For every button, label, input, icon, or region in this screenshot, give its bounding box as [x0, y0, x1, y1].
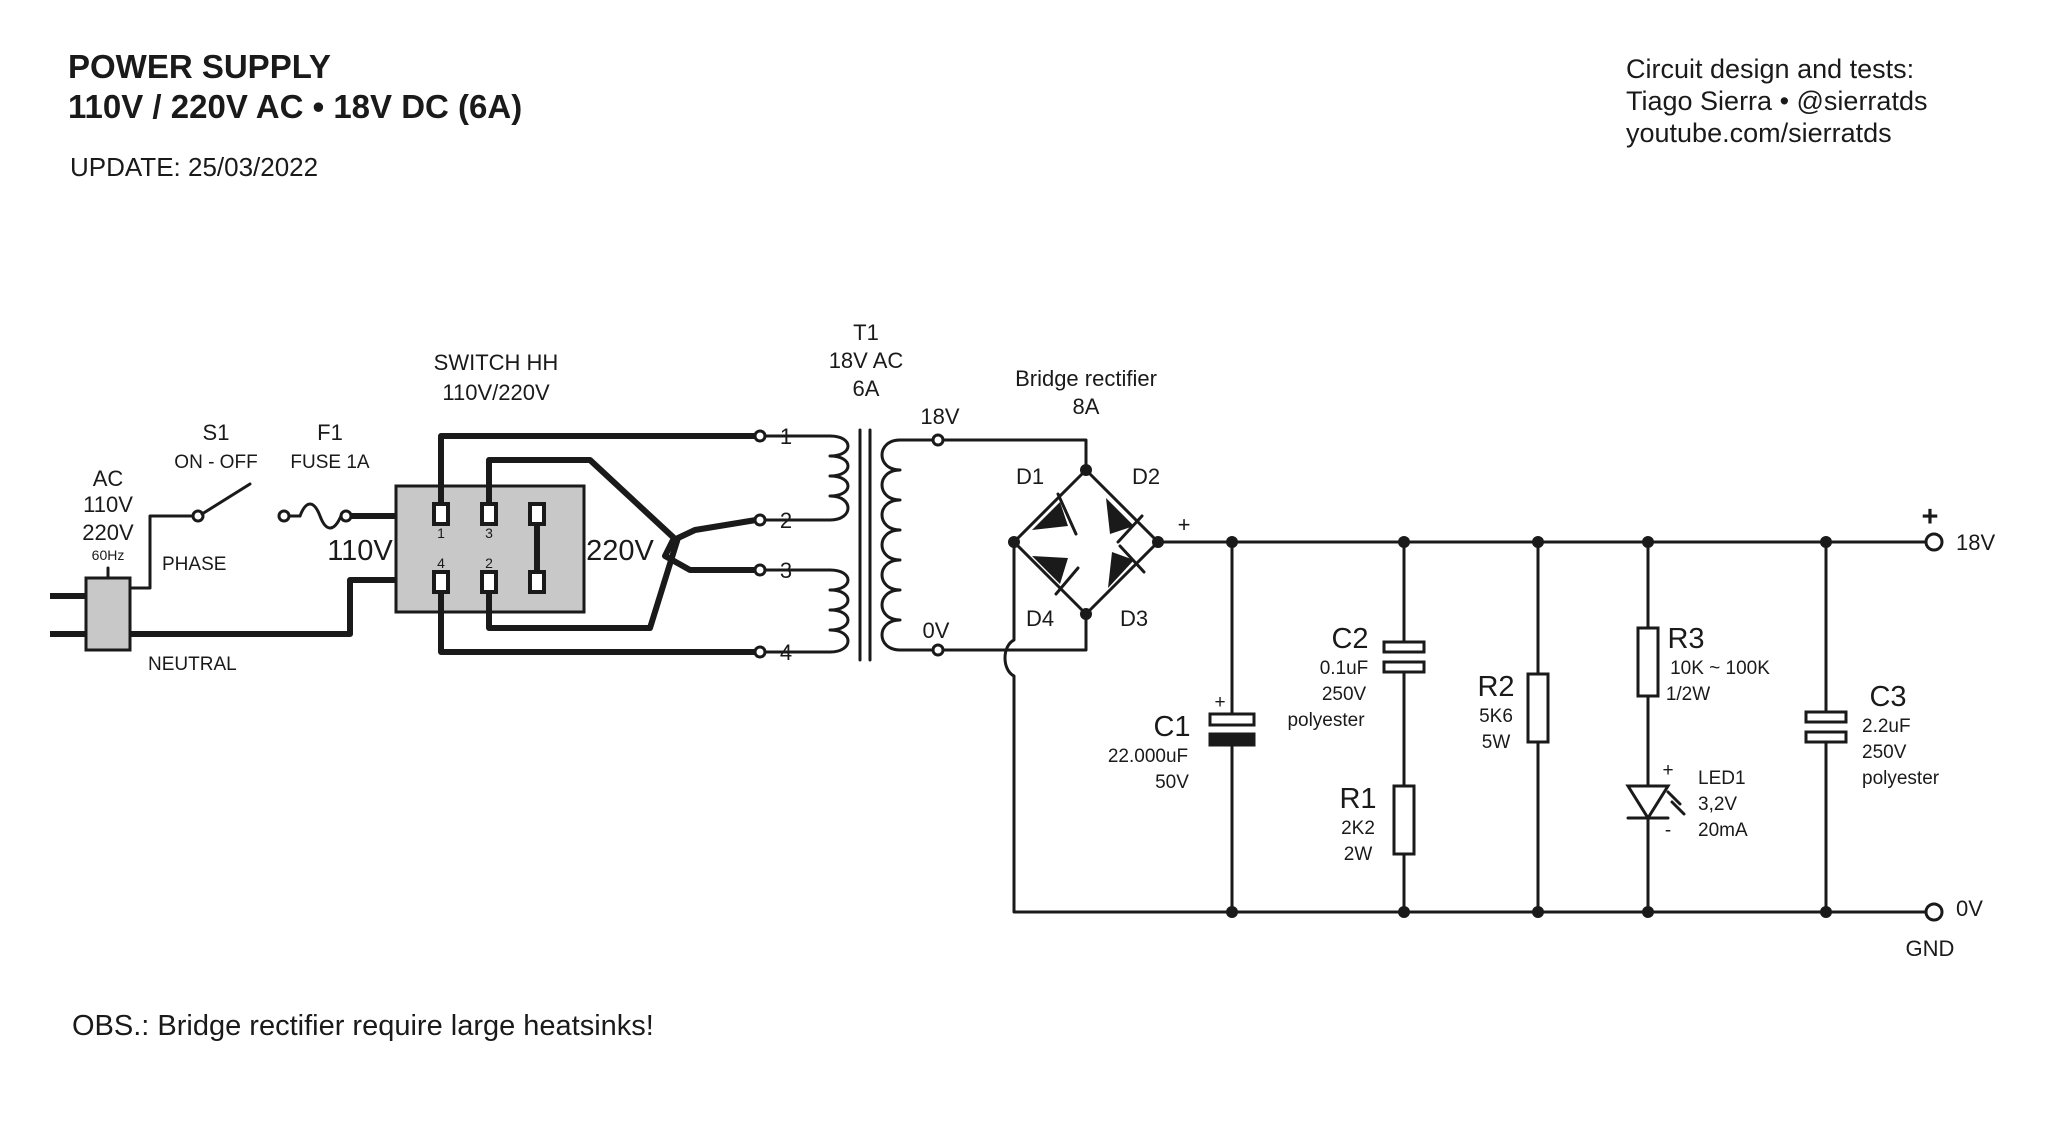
credit-line-3: youtube.com/sierratds — [1626, 118, 1892, 148]
selector-220-label: 220V — [586, 535, 654, 567]
ac-110-label: 110V — [83, 492, 133, 517]
selector-pin-3: 3 — [485, 525, 493, 541]
r1-ref: R1 — [1339, 783, 1376, 815]
led1-minus: - — [1665, 820, 1671, 841]
credit-line-2: Tiago Sierra • @sierratds — [1626, 86, 1928, 116]
output-0v: 0V — [1956, 896, 1983, 921]
selector-pin-4: 4 — [437, 555, 445, 571]
transformer-t1 — [753, 428, 945, 662]
r2-ref: R2 — [1477, 671, 1514, 703]
d1-ref: D1 — [1016, 464, 1044, 489]
led1-plus: + — [1662, 760, 1673, 781]
wire-18v-to-bridge — [941, 438, 1088, 472]
bridge-plus: + — [1178, 512, 1191, 537]
page-subtitle: 110V / 220V AC • 18V DC (6A) — [68, 88, 523, 125]
t1-ref: T1 — [853, 320, 879, 345]
led1-voltage: 3,2V — [1698, 794, 1737, 815]
wire-pin3-t3 — [486, 457, 756, 573]
capacitor-c1 — [1208, 536, 1256, 918]
c3-voltage: 250V — [1862, 742, 1907, 763]
resistor-r3 — [1636, 536, 1660, 788]
c1-voltage: 50V — [1155, 772, 1189, 793]
ground-rail — [1003, 540, 1930, 914]
t1-pin-3: 3 — [780, 558, 792, 583]
switch-s1 — [191, 482, 302, 523]
ac-220-label: 220V — [82, 520, 134, 545]
f1-ref: F1 — [317, 420, 343, 445]
wire-pin1-t1 — [438, 433, 756, 504]
resistor-r2 — [1526, 536, 1550, 918]
ac-plug — [50, 566, 132, 652]
wire-pin2-t2 — [486, 517, 757, 631]
neutral-label: NEUTRAL — [148, 654, 237, 675]
wire-pin4-t4 — [438, 592, 756, 655]
c1-value: 22.000uF — [1108, 746, 1188, 767]
r1-value: 2K2 — [1341, 818, 1375, 839]
fuse-f1 — [298, 502, 353, 530]
output-gnd: GND — [1906, 936, 1955, 961]
s1-ref: S1 — [203, 420, 230, 445]
bridge-rectifier — [1008, 464, 1164, 620]
c1-plus: + — [1214, 692, 1225, 713]
led1-ref: LED1 — [1698, 768, 1746, 789]
r3-value: 10K ~ 100K — [1670, 658, 1770, 679]
t1-pin-4: 4 — [780, 640, 792, 665]
t1-rating: 18V AC — [829, 348, 904, 373]
bridge-rating: 8A — [1073, 394, 1100, 419]
output-18v: 18V — [1956, 530, 1995, 555]
c2-voltage: 250V — [1322, 684, 1367, 705]
t1-current: 6A — [853, 376, 880, 401]
c3-type: polyester — [1862, 768, 1940, 789]
output-plus: + — [1922, 501, 1939, 533]
led1-current: 20mA — [1698, 820, 1748, 841]
s1-desc: ON - OFF — [174, 452, 257, 473]
c3-value: 2.2uF — [1862, 716, 1911, 737]
update-date: UPDATE: 25/03/2022 — [70, 152, 319, 182]
r2-power: 5W — [1482, 732, 1511, 753]
r3-ref: R3 — [1667, 623, 1704, 655]
resistor-r1 — [1392, 784, 1416, 918]
page-title: POWER SUPPLY — [68, 48, 331, 85]
t1-pin-2: 2 — [780, 508, 792, 533]
r3-power: 1/2W — [1666, 684, 1710, 705]
selector-title: SWITCH HH — [434, 350, 559, 375]
phase-label: PHASE — [162, 554, 226, 575]
selector-110-label: 110V — [327, 535, 393, 567]
neutral-to-pin4-wire — [130, 577, 440, 637]
heatsink-note: OBS.: Bridge rectifier require large hea… — [72, 1010, 654, 1042]
capacitor-c2 — [1382, 536, 1426, 788]
capacitor-c3 — [1804, 536, 1848, 918]
c3-ref: C3 — [1869, 681, 1906, 713]
d4-ref: D4 — [1026, 606, 1054, 631]
c1-ref: C1 — [1153, 711, 1190, 743]
credit-line-1: Circuit design and tests: — [1626, 54, 1915, 84]
r1-power: 2W — [1344, 844, 1373, 865]
r2-value: 5K6 — [1479, 706, 1513, 727]
c2-type: polyester — [1287, 710, 1365, 731]
bridge-title: Bridge rectifier — [1015, 366, 1157, 391]
t1-out-18v: 18V — [920, 404, 959, 429]
output-terminals — [1924, 532, 1944, 922]
ac-label: AC — [93, 466, 124, 491]
selector-pin-2: 2 — [485, 555, 493, 571]
selector-sub: 110V/220V — [442, 380, 550, 405]
f1-desc: FUSE 1A — [290, 452, 370, 473]
c2-ref: C2 — [1331, 623, 1368, 655]
phase-wire — [128, 514, 198, 590]
selector-pin-1: 1 — [437, 525, 445, 541]
d3-ref: D3 — [1120, 606, 1148, 631]
c2-value: 0.1uF — [1320, 658, 1369, 679]
led-led1 — [1625, 784, 1686, 918]
t1-pin-1: 1 — [780, 424, 792, 449]
t1-out-0v: 0V — [923, 618, 950, 643]
d2-ref: D2 — [1132, 464, 1160, 489]
wire-0v-to-bridge — [941, 612, 1088, 652]
ac-freq-label: 60Hz — [92, 547, 125, 563]
